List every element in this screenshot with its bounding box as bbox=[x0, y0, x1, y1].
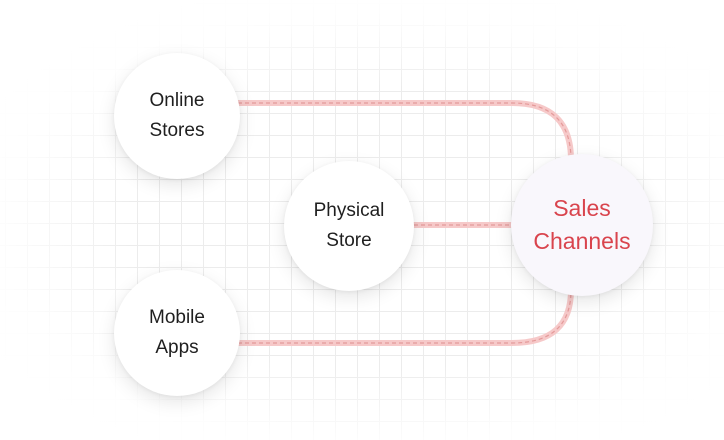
connector-mobile-apps bbox=[235, 287, 574, 346]
node-physical-store-line1: Physical bbox=[313, 200, 385, 221]
node-physical-store-line2: Store bbox=[326, 230, 372, 251]
connector-online-stores bbox=[235, 100, 574, 163]
node-online-stores-line1: Online bbox=[149, 90, 205, 111]
node-mobile-apps-line1: Mobile bbox=[149, 307, 205, 328]
node-sales-channels-hub: Sales Channels bbox=[511, 154, 653, 296]
hub-label-line2: Channels bbox=[533, 228, 631, 254]
hub-label-line1: Sales bbox=[553, 195, 611, 221]
node-mobile-apps-line2: Apps bbox=[155, 337, 199, 358]
node-mobile-apps: Mobile Apps bbox=[114, 270, 240, 396]
node-online-stores: Online Stores bbox=[114, 53, 240, 179]
node-physical-store: Physical Store bbox=[284, 161, 414, 291]
node-online-stores-line2: Stores bbox=[149, 120, 205, 141]
